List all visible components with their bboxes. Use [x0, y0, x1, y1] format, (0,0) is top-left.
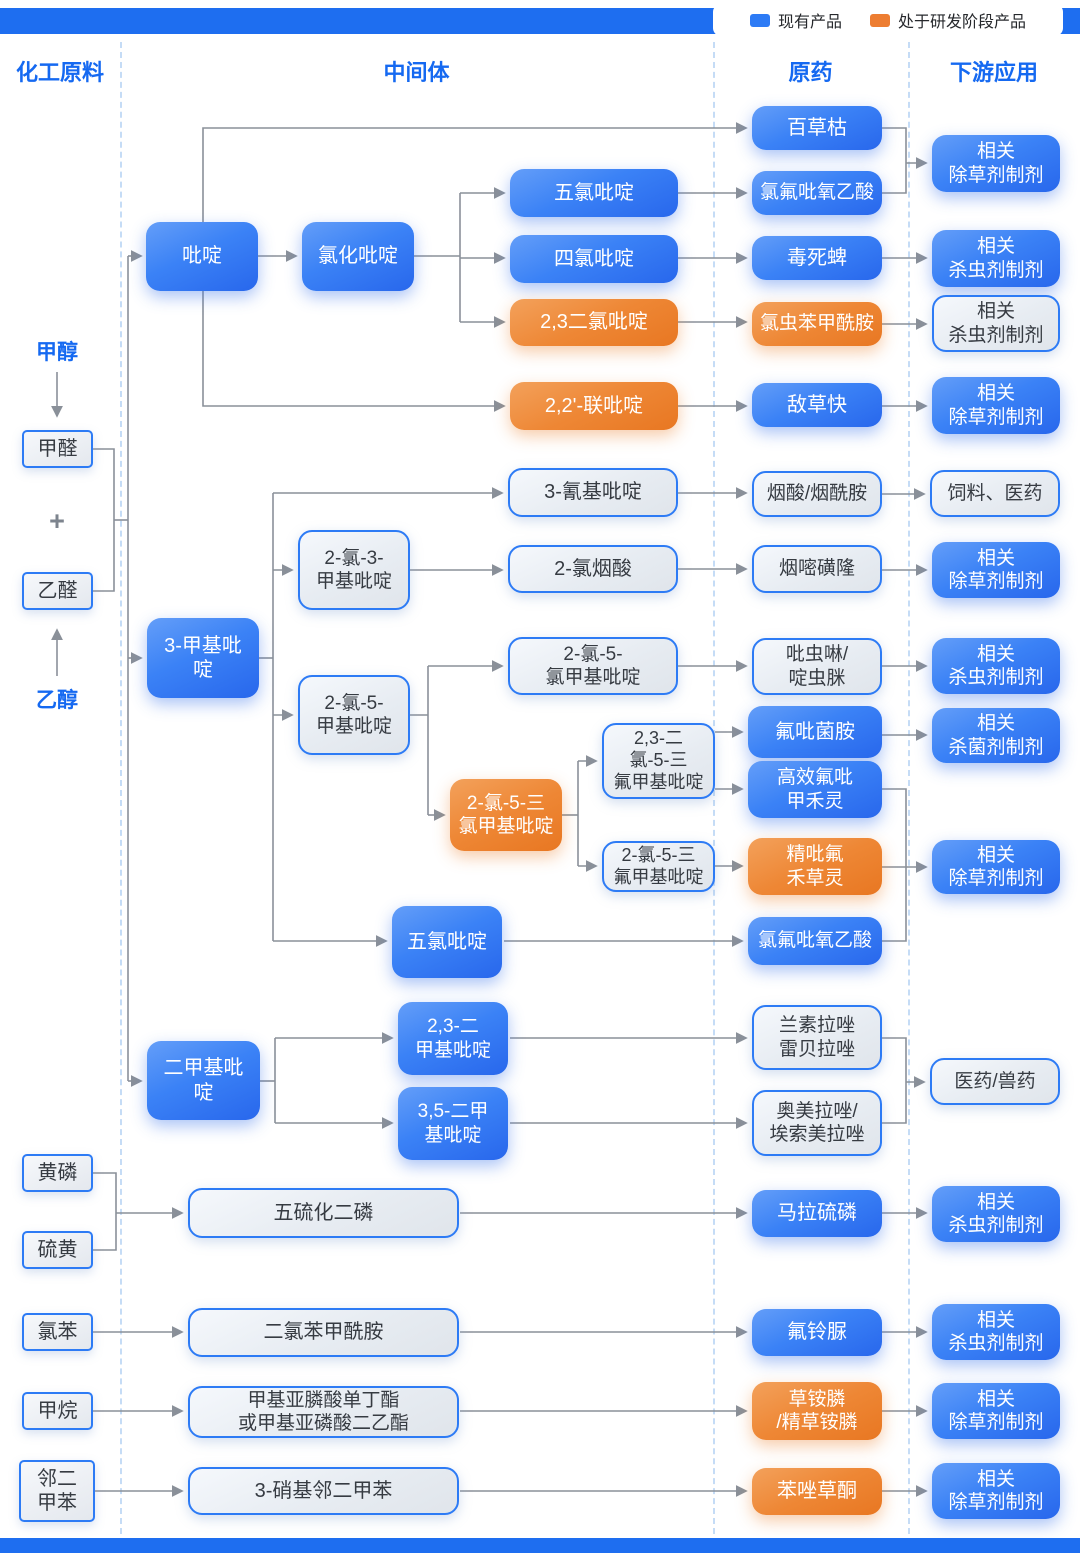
legend-label-existing: 现有产品 [777, 14, 842, 31]
fluopicolide-box: 氟吡菌胺 [748, 706, 882, 758]
dichloropyridine-23-box: 2,3二氯吡啶 [510, 299, 678, 346]
methane-box: 甲烷 [22, 1392, 93, 1430]
insecticide-formulation-box-2: 相关 杀虫剂制剂 [932, 638, 1060, 694]
fluroxypyr-box-2: 氯氟吡氧乙酸 [748, 917, 882, 965]
niacin-box: 烟酸/烟酰胺 [752, 471, 882, 517]
trichloromethylpyridine-box: 2-氯-5-三 氯甲基吡啶 [450, 779, 562, 851]
legend-label-rnd: 处于研发阶段产品 [898, 14, 1027, 31]
ethanol-label: 乙醇 [36, 689, 78, 713]
yellow-phosphorus-box: 黄磷 [22, 1154, 93, 1192]
insecticide-formulation-box-gray: 相关 杀虫剂制剂 [932, 295, 1060, 352]
pyridine-box: 吡啶 [146, 222, 258, 291]
insecticide-formulation-box-1: 相关 杀虫剂制剂 [932, 230, 1060, 287]
malathion-box: 马拉硫磷 [752, 1190, 882, 1237]
methanol-label: 甲醇 [36, 341, 78, 365]
legend: 现有产品 处于研发阶段产品 [713, 4, 1063, 36]
fungicide-formulation-box: 相关 杀菌剂制剂 [932, 708, 1060, 763]
column-header-downstream: 下游应用 [949, 60, 1038, 85]
glufosinate-box: 草铵膦 /精草铵膦 [752, 1382, 882, 1440]
legend-item-rnd: 处于研发阶段产品 [870, 8, 1026, 32]
rnd-product-swatch [870, 13, 890, 27]
herbicide-formulation-box-6: 相关 除草剂制剂 [932, 1463, 1060, 1519]
herbicide-formulation-box-5: 相关 除草剂制剂 [932, 1383, 1060, 1439]
fluazifop-box: 精吡氟 禾草灵 [748, 838, 882, 895]
feed-medicine-box: 饲料、医药 [930, 470, 1060, 517]
cyanopyridine-box: 3-氰基吡啶 [508, 468, 678, 517]
chlorantraniliprole-box: 氯虫苯甲酰胺 [752, 302, 882, 346]
chloro-trifluoromethylpyridine-box: 2-氯-5-三 氟甲基吡啶 [602, 841, 715, 892]
plus-sign: + [49, 505, 65, 536]
chlorpyrifos-box: 毒死蜱 [752, 236, 882, 280]
chlorinated-pyridine-box: 氯化吡啶 [302, 222, 414, 291]
nicosulfuron-box: 烟嘧磺隆 [752, 545, 882, 593]
medicine-veterinary-box: 医药/兽药 [930, 1058, 1060, 1105]
column-header-intermediates: 中间体 [383, 60, 450, 85]
column-separator-1 [120, 42, 122, 1534]
legend-item-existing: 现有产品 [749, 8, 842, 32]
chlorobenzene-box: 氯苯 [22, 1313, 93, 1351]
acetaldehyde-box: 乙醛 [22, 572, 93, 610]
herbicide-formulation-box-2: 相关 除草剂制剂 [932, 377, 1060, 434]
haloxyfop-box: 高效氟吡 甲禾灵 [748, 761, 882, 818]
chloronicotinic-acid-box: 2-氯烟酸 [508, 545, 678, 593]
imidacloprid-box: 吡虫啉/ 啶虫脒 [752, 638, 882, 695]
fluroxypyr-box-1: 氯氟吡氧乙酸 [752, 171, 882, 215]
lansoprazole-box: 兰素拉唑 雷贝拉唑 [752, 1005, 882, 1070]
hexaflumuron-box: 氟铃脲 [752, 1309, 882, 1356]
tetrachloropyridine-box: 四氯吡啶 [510, 235, 678, 283]
nitro-o-xylene-box: 3-硝基邻二甲苯 [188, 1467, 459, 1515]
sulfur-box: 硫黄 [22, 1231, 93, 1269]
insecticide-formulation-box-4: 相关 杀虫剂制剂 [932, 1304, 1060, 1360]
chloro-3-methylpyridine-box: 2-氯-3- 甲基吡啶 [298, 530, 410, 610]
methylpyridine-box: 3-甲基吡 啶 [147, 618, 259, 698]
herbicide-formulation-box-1: 相关 除草剂制剂 [932, 135, 1060, 192]
column-header-active-ingredients: 原药 [788, 60, 833, 85]
dichlorobenzamide-box: 二氯苯甲酰胺 [188, 1308, 459, 1357]
bipyridine-box: 2,2'-联吡啶 [510, 382, 678, 430]
pentachloropyridine-box-1: 五氯吡啶 [510, 169, 678, 217]
dichloro-trifluoromethylpyridine-box: 2,3-二 氯-5-三 氟甲基吡啶 [602, 723, 715, 799]
herbicide-formulation-box-3: 相关 除草剂制剂 [932, 542, 1060, 598]
existing-product-swatch [749, 13, 770, 27]
column-header-raw-materials: 化工原料 [15, 60, 104, 85]
bottom-bar [0, 1538, 1080, 1553]
omeprazole-box: 奥美拉唑/ 埃索美拉唑 [752, 1090, 882, 1156]
phosphonate-ester-box: 甲基亚膦酸单丁酯 或甲基亚磷酸二乙酯 [188, 1386, 459, 1438]
formaldehyde-box: 甲醛 [22, 430, 93, 468]
chloro-5-methylpyridine-box: 2-氯-5- 甲基吡啶 [298, 675, 410, 755]
phosphorus-pentasulfide-box: 五硫化二磷 [188, 1188, 459, 1238]
o-xylene-box: 邻二 甲苯 [19, 1460, 95, 1522]
chloro-5-chloromethylpyridine-box: 2-氯-5- 氯甲基吡啶 [508, 637, 678, 695]
herbicide-formulation-box-4: 相关 除草剂制剂 [932, 840, 1060, 894]
diquat-box: 敌草快 [752, 383, 882, 427]
dimethylpyridine-box: 二甲基吡 啶 [147, 1041, 260, 1120]
dimethylpyridine-35-box: 3,5-二甲 基吡啶 [398, 1087, 508, 1160]
pentachloropyridine-box-2: 五氯吡啶 [392, 906, 502, 978]
topramezone-box: 苯唑草酮 [752, 1468, 882, 1515]
dimethylpyridine-23-box: 2,3-二 甲基吡啶 [398, 1002, 508, 1075]
column-separator-3 [908, 42, 910, 1534]
insecticide-formulation-box-3: 相关 杀虫剂制剂 [932, 1186, 1060, 1242]
paraquat-box: 百草枯 [752, 106, 882, 150]
